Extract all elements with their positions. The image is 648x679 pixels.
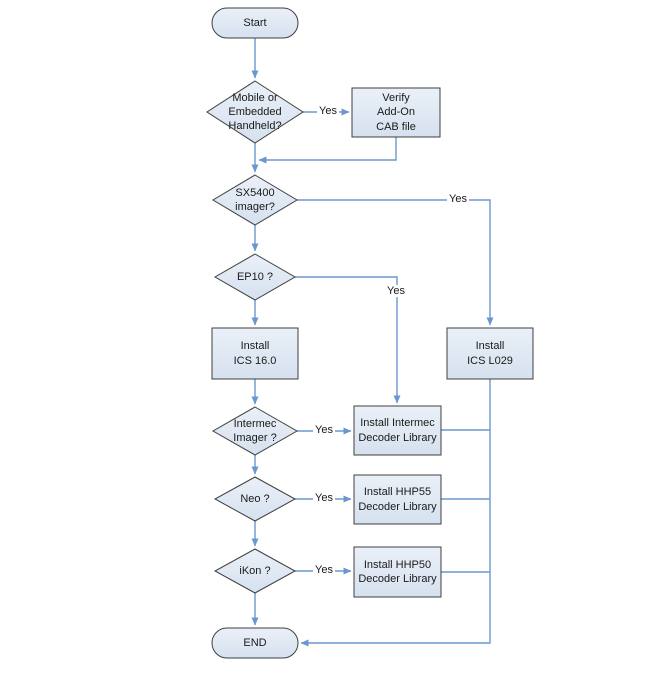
- hhp50-lib-node-shape: [353, 546, 442, 598]
- mobile-decision-shape: [206, 80, 304, 144]
- edge-icsl029-to-end: [300, 379, 491, 647]
- ics160-node-shape: [211, 327, 299, 380]
- sx5400-decision-shape: [212, 174, 298, 226]
- end-node-shape: [211, 627, 299, 659]
- edge-verifycab-return: [258, 137, 397, 164]
- ep10-decision-shape: [213, 253, 297, 301]
- hhp55-lib-node-shape: [353, 474, 442, 525]
- intermec-lib-node-shape: [353, 405, 442, 456]
- intermec-decision-shape: [211, 406, 299, 456]
- verify-cab-node-shape: [351, 87, 441, 138]
- edge-ep10-yes-to-intermeclib: [295, 276, 401, 404]
- icsl029-node-shape: [446, 327, 534, 380]
- neo-decision-shape: [213, 476, 297, 522]
- edge-sx5400-yes-to-icsl029: [297, 199, 494, 326]
- ikon-decision-shape: [213, 548, 297, 594]
- start-node-shape: [211, 7, 299, 39]
